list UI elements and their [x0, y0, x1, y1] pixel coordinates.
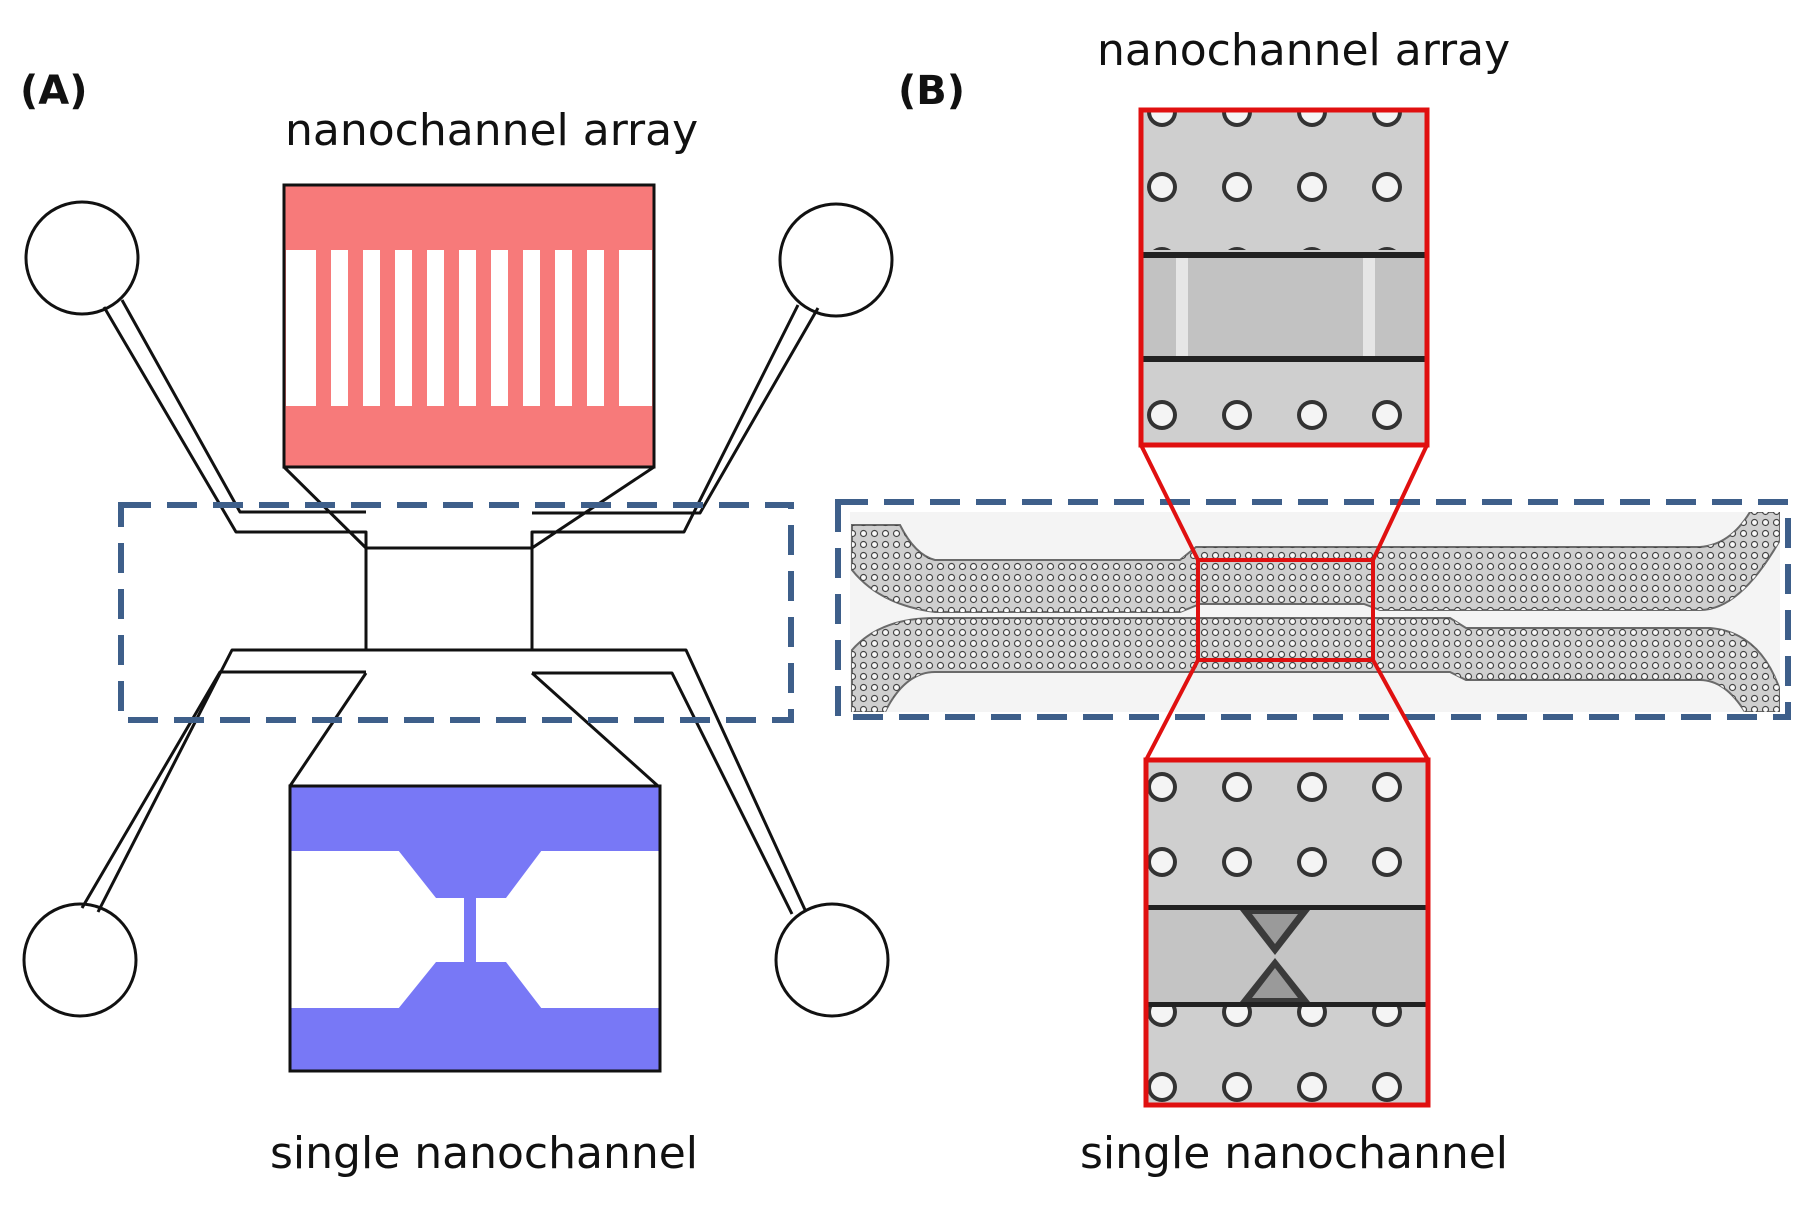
zoom-inset-single-nanochannel — [1143, 757, 1431, 1108]
zoom-region-box — [1196, 558, 1375, 662]
reservoir-top-left — [24, 200, 140, 316]
single-nanochannel-shape — [398, 850, 542, 1009]
nanochannels-red — [316, 250, 619, 406]
single-nanochannel-inset — [288, 784, 662, 1073]
device-micrograph — [850, 512, 1780, 712]
zoom-inset-nanochannel-array — [1138, 107, 1430, 448]
panel-a-bottom-caption: single nanochannel — [270, 1128, 699, 1179]
panel-b-micrograph — [835, 107, 1791, 1108]
panel-b-dashed-region — [835, 499, 1791, 720]
panel-b-label: (B) — [898, 68, 966, 114]
reservoir-bottom-right — [774, 902, 890, 1018]
panel-b-bottom-caption: single nanochannel — [1080, 1128, 1509, 1179]
reservoir-bottom-left — [22, 902, 138, 1018]
panel-a-dashed-region — [118, 502, 794, 723]
panel-a-schematic — [22, 183, 894, 1073]
panel-a-top-caption: nanochannel array — [285, 105, 699, 156]
nanochannel-array-inset — [282, 183, 656, 469]
zoom-connector-lines — [1139, 444, 1430, 761]
panel-b-top-caption: nanochannel array — [1097, 25, 1511, 76]
reservoir-top-right — [778, 202, 894, 318]
panel-a-label: (A) — [20, 68, 88, 114]
